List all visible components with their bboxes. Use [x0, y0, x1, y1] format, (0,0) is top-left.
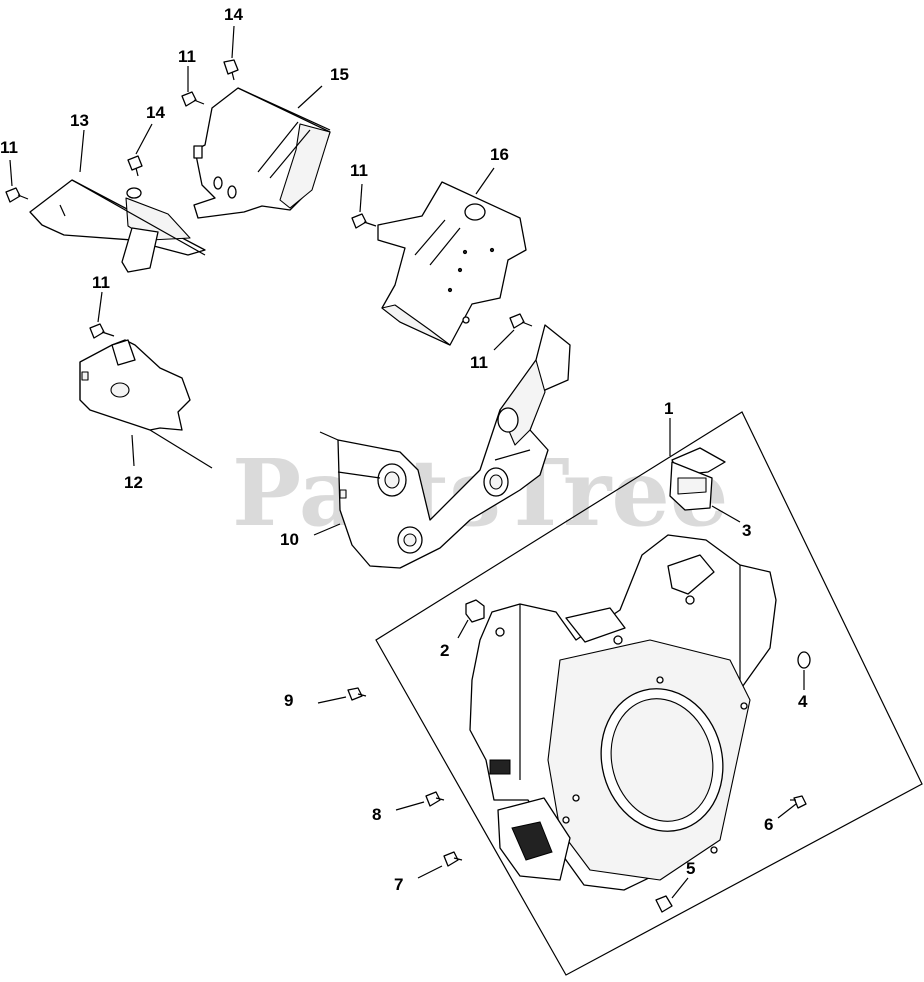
screw-6[interactable] [790, 795, 807, 809]
screw-9[interactable] [347, 687, 367, 701]
part-1-intake-seal[interactable] [669, 447, 726, 511]
part-15-shroud[interactable] [193, 87, 331, 219]
screw-11-b[interactable] [181, 91, 205, 107]
leader-lines [9, 25, 805, 899]
part-16-shroud[interactable] [377, 181, 527, 346]
callout-11-c: 11 [350, 161, 368, 180]
blower-housing[interactable] [469, 534, 777, 891]
screw-8[interactable] [425, 791, 445, 807]
callout-11-b: 11 [178, 47, 196, 66]
callout-16: 16 [490, 145, 509, 164]
callout-14-a: 14 [224, 5, 243, 24]
part-10-baffle[interactable] [319, 324, 571, 569]
callout-13: 13 [70, 111, 89, 130]
callout-11-a: 11 [0, 138, 18, 157]
callout-12: 12 [124, 473, 143, 492]
callout-15: 15 [330, 65, 349, 84]
callout-7: 7 [394, 875, 403, 894]
screw-14-b[interactable] [127, 155, 143, 177]
assembly-frame [375, 411, 923, 976]
callout-8: 8 [372, 805, 381, 824]
callout-6: 6 [764, 815, 773, 834]
screw-11-c[interactable] [351, 213, 377, 229]
callout-11-e: 11 [470, 353, 488, 372]
screw-11-d[interactable] [89, 323, 115, 339]
part-5-nut[interactable] [655, 895, 673, 913]
part-4-grommet[interactable] [797, 651, 811, 669]
callout-3: 3 [742, 521, 751, 540]
callout-9: 9 [284, 691, 293, 710]
callout-2: 2 [440, 641, 449, 660]
callout-11-d: 11 [92, 273, 110, 292]
callout-5: 5 [686, 859, 695, 878]
screw-11-a[interactable] [5, 187, 29, 203]
part-12-bracket[interactable] [79, 339, 213, 469]
callout-4: 4 [798, 692, 808, 711]
part-2-clip[interactable] [465, 599, 485, 623]
screw-7[interactable] [443, 851, 463, 867]
callout-14-b: 14 [146, 103, 165, 122]
part-13-bracket[interactable] [29, 179, 206, 273]
callout-1: 1 [664, 399, 673, 418]
screw-11-e[interactable] [509, 313, 533, 329]
screw-14-a[interactable] [223, 59, 239, 81]
callout-10: 10 [280, 530, 299, 549]
